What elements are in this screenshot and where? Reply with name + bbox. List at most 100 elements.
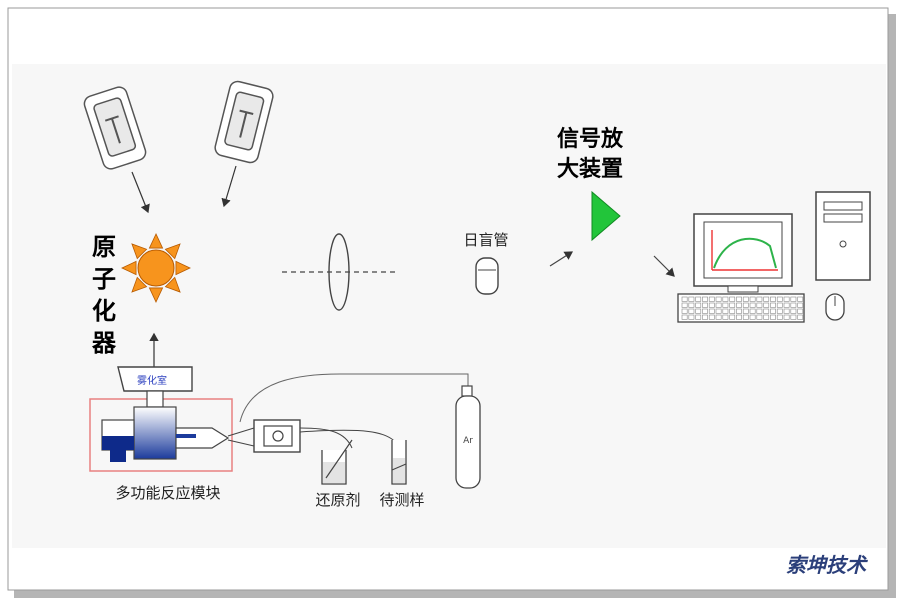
keyboard-key — [763, 302, 770, 308]
amplifier-arrow — [653, 255, 675, 277]
keyboard-key — [763, 296, 770, 302]
computer-monitor — [693, 213, 793, 293]
sun-ray — [131, 276, 148, 293]
amplifier-triangle — [591, 190, 621, 242]
keyboard-key — [763, 308, 770, 314]
keyboard-key — [695, 302, 702, 308]
keyboard-key — [783, 308, 790, 314]
keyboard-key — [749, 314, 756, 320]
keyboard-key — [783, 302, 790, 308]
keyboard-key — [790, 296, 797, 302]
keyboard-key — [729, 296, 736, 302]
pmt-label: 日盲管 — [463, 231, 508, 249]
keyboard-key — [708, 296, 715, 302]
module-neck — [146, 390, 164, 408]
sun-ray — [131, 243, 148, 260]
keyboard-key — [681, 314, 688, 320]
chamber-shape — [117, 366, 193, 392]
keyboard-key — [736, 302, 742, 308]
amplifier-label-2: 大装置 — [557, 157, 623, 182]
keyboard-key — [681, 308, 688, 314]
module-body — [133, 406, 177, 460]
sun-ray — [148, 287, 164, 303]
keyboard-key — [722, 296, 729, 302]
keyboard-key — [681, 302, 688, 308]
lamp-right — [214, 80, 274, 164]
keyboard-key — [756, 314, 763, 320]
argon-label: Ar — [463, 436, 473, 446]
keyboard — [677, 293, 805, 323]
keyboard-key — [790, 314, 797, 320]
keyboard-key — [783, 296, 790, 302]
keyboard-key — [756, 302, 763, 308]
keyboard-key — [742, 308, 749, 314]
keyboard-key — [708, 314, 715, 320]
keyboard-key — [770, 302, 776, 308]
keyboard-key — [776, 314, 783, 320]
keyboard-key — [749, 302, 756, 308]
reductant-label: 还原剂 — [315, 491, 360, 509]
reductant-tube — [299, 427, 353, 449]
pump-tube-1 — [227, 427, 255, 437]
keyboard-key — [776, 308, 783, 314]
keyboard-key — [770, 296, 776, 302]
keyboard-key — [790, 302, 797, 308]
sun-ray — [175, 260, 191, 276]
keyboard-key — [797, 314, 804, 320]
keyboard-key — [756, 308, 763, 314]
atomizer-label-1: 原 — [92, 233, 116, 261]
keyboard-key — [715, 308, 722, 314]
sample-tube-icon — [391, 440, 407, 485]
keyboard-key — [695, 314, 702, 320]
flame-sun-icon — [121, 233, 191, 303]
keyboard-key — [776, 296, 783, 302]
keyboard-key — [742, 314, 749, 320]
module-label: 多功能反应模块 — [115, 484, 220, 502]
keyboard-key — [722, 314, 729, 320]
keyboard-key — [715, 302, 722, 308]
atomizer-label-3: 化 — [92, 297, 116, 325]
keyboard-key — [756, 296, 763, 302]
brand-watermark: 索坤技术 — [786, 553, 868, 577]
sun-ray — [164, 276, 181, 293]
module-nozzle — [175, 427, 230, 449]
pmt-body — [475, 257, 499, 295]
lamp-left — [83, 86, 147, 170]
keyboard-key — [783, 314, 790, 320]
keyboard-key — [790, 308, 797, 314]
module-drain — [110, 450, 126, 462]
keyboard-key — [763, 314, 770, 320]
keyboard-key — [770, 308, 776, 314]
keyboard-key — [681, 296, 688, 302]
amplifier-label-1: 信号放 — [557, 126, 624, 152]
sun-ray — [164, 243, 181, 260]
keyboard-key — [695, 296, 702, 302]
computer-tower — [815, 191, 871, 281]
chamber-label: 雾化室 — [137, 374, 167, 387]
keyboard-key — [688, 302, 695, 308]
keyboard-key — [688, 296, 695, 302]
keyboard-key — [729, 308, 736, 314]
atomizer-label-4: 器 — [91, 329, 117, 357]
sun-ray — [148, 233, 164, 249]
keyboard-key — [770, 314, 776, 320]
lamp-left-arrow — [131, 171, 150, 214]
keyboard-key — [688, 314, 695, 320]
argon-cylinder — [455, 385, 481, 489]
keyboard-key — [797, 296, 804, 302]
pump-tube-2 — [227, 439, 255, 447]
keyboard-key — [749, 308, 756, 314]
keyboard-key — [722, 308, 729, 314]
keyboard-key — [688, 308, 695, 314]
keyboard-key — [702, 302, 708, 308]
keyboard-key — [736, 296, 742, 302]
reductant-beaker — [321, 439, 353, 485]
keyboard-key — [702, 308, 708, 314]
module-liquid — [102, 436, 134, 450]
keyboard-key — [708, 308, 715, 314]
keyboard-key — [708, 302, 715, 308]
keyboard-key — [729, 302, 736, 308]
sun-ray — [121, 260, 137, 276]
